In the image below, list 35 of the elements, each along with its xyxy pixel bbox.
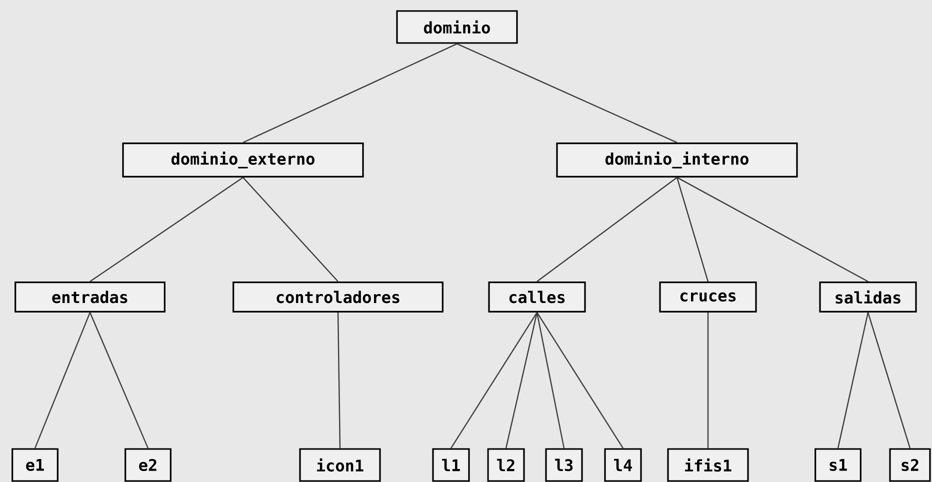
tree-node-box: cruces xyxy=(659,282,757,312)
connector-line xyxy=(242,43,458,144)
connector-line xyxy=(676,177,709,282)
connector-line xyxy=(242,177,338,282)
connector-line xyxy=(505,312,538,448)
connector-line xyxy=(867,312,911,448)
tree-node-box: icon1 xyxy=(299,448,381,482)
tree-node-box: entradas xyxy=(14,282,166,312)
connector-line xyxy=(90,176,244,282)
connector-line xyxy=(450,312,538,449)
connector-line xyxy=(536,312,565,448)
connector-line xyxy=(707,312,709,448)
tree-node-box: dominio xyxy=(396,10,518,44)
tree-node-box: salidas xyxy=(819,282,917,312)
tree-node-box: s2 xyxy=(889,448,931,482)
connector-line xyxy=(456,43,678,144)
tree-node-box: l4 xyxy=(604,448,642,482)
connector-line xyxy=(337,312,341,448)
tree-node-box: calles xyxy=(488,282,586,312)
tree-node-box: e2 xyxy=(124,448,172,482)
tree-node-box: e1 xyxy=(12,448,58,482)
connector-line xyxy=(34,312,91,448)
tree-node-box: dominio_externo xyxy=(122,142,364,178)
tree-node-box: s1 xyxy=(814,448,862,482)
connector-line xyxy=(89,312,149,448)
connector-line xyxy=(837,312,869,448)
tree-node-box: l2 xyxy=(487,448,525,482)
tree-node-box: controladores xyxy=(232,282,444,312)
connector-line xyxy=(536,176,678,282)
tree-node-box: l3 xyxy=(545,448,583,482)
tree-node-box: ifis1 xyxy=(667,448,749,482)
connector-line xyxy=(536,312,624,449)
connector-line xyxy=(676,176,868,282)
tree-node-box: dominio_interno xyxy=(556,142,798,178)
tree-node-box: l1 xyxy=(432,448,470,482)
